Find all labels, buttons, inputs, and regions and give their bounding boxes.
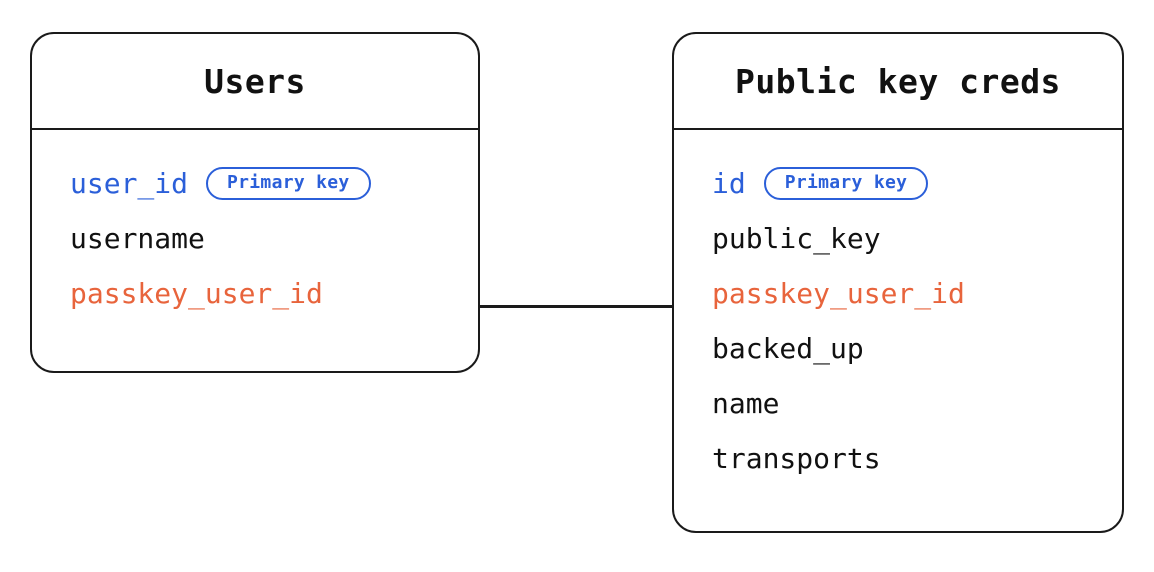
- field-name-name: name: [712, 386, 780, 420]
- primary-key-badge-label: Primary key: [227, 172, 350, 193]
- field-row-transports[interactable]: transports: [674, 431, 1122, 486]
- entity-title-public-key-creds: Public key creds: [735, 61, 1061, 101]
- field-name-backed-up: backed_up: [712, 331, 864, 365]
- relationship-connector-users-to-creds: [480, 305, 674, 308]
- field-name-creds-passkey-user-id: passkey_user_id: [712, 276, 965, 310]
- field-row-id[interactable]: id Primary key: [674, 156, 1122, 211]
- entity-table-users[interactable]: Users user_id Primary key username passk…: [30, 32, 480, 373]
- field-name-id: id: [712, 166, 746, 200]
- field-row-user-id[interactable]: user_id Primary key: [32, 156, 478, 211]
- field-row-backed-up[interactable]: backed_up: [674, 321, 1122, 376]
- entity-table-public-key-creds[interactable]: Public key creds id Primary key public_k…: [672, 32, 1124, 533]
- entity-fields-users: user_id Primary key username passkey_use…: [32, 130, 478, 371]
- field-name-public-key: public_key: [712, 221, 881, 255]
- field-row-username[interactable]: username: [32, 211, 478, 266]
- field-name-users-passkey-user-id: passkey_user_id: [70, 276, 323, 310]
- entity-fields-public-key-creds: id Primary key public_key passkey_user_i…: [674, 130, 1122, 531]
- field-row-users-passkey-user-id[interactable]: passkey_user_id: [32, 266, 478, 321]
- entity-header-users: Users: [32, 34, 478, 130]
- field-row-name[interactable]: name: [674, 376, 1122, 431]
- entity-title-users: Users: [204, 61, 306, 101]
- field-name-transports: transports: [712, 441, 881, 475]
- field-name-username: username: [70, 221, 205, 255]
- entity-header-public-key-creds: Public key creds: [674, 34, 1122, 130]
- primary-key-badge-users: Primary key: [206, 167, 371, 200]
- field-row-creds-passkey-user-id[interactable]: passkey_user_id: [674, 266, 1122, 321]
- primary-key-badge-public-key-creds: Primary key: [763, 167, 929, 200]
- field-row-public-key[interactable]: public_key: [674, 211, 1122, 266]
- field-name-user-id: user_id: [70, 166, 189, 200]
- primary-key-badge-label: Primary key: [784, 172, 908, 193]
